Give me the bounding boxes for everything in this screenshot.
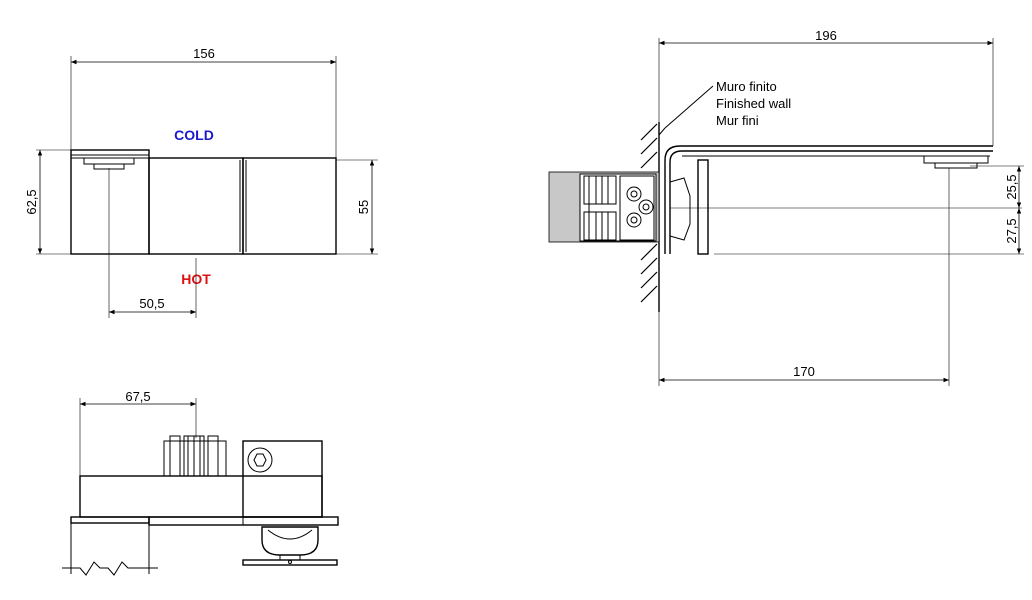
cold-label: COLD — [174, 127, 214, 143]
front-view: 156 COLD HOT 62,5 55 50,5 — [24, 46, 378, 318]
top-view: 67,5 — [62, 389, 339, 576]
wall-label-en: Finished wall — [716, 96, 791, 111]
side-height-upper-dimension: 25,5 — [1004, 174, 1019, 199]
front-width-dimension: 156 — [193, 46, 215, 61]
side-height-lower-dimension: 27,5 — [1004, 218, 1019, 243]
wall-label-it: Muro finito — [716, 79, 777, 94]
front-offset-dimension: 50,5 — [139, 296, 164, 311]
side-length-top-dimension: 196 — [815, 28, 837, 43]
side-length-bottom-dimension: 170 — [793, 364, 815, 379]
side-view: 196 Muro finito Finished wall Mur fini — [548, 28, 1024, 386]
front-height-left-dimension: 62,5 — [24, 189, 39, 214]
top-offset-dimension: 67,5 — [125, 389, 150, 404]
wall-label-fr: Mur fini — [716, 113, 759, 128]
front-height-right-dimension: 55 — [356, 200, 371, 214]
